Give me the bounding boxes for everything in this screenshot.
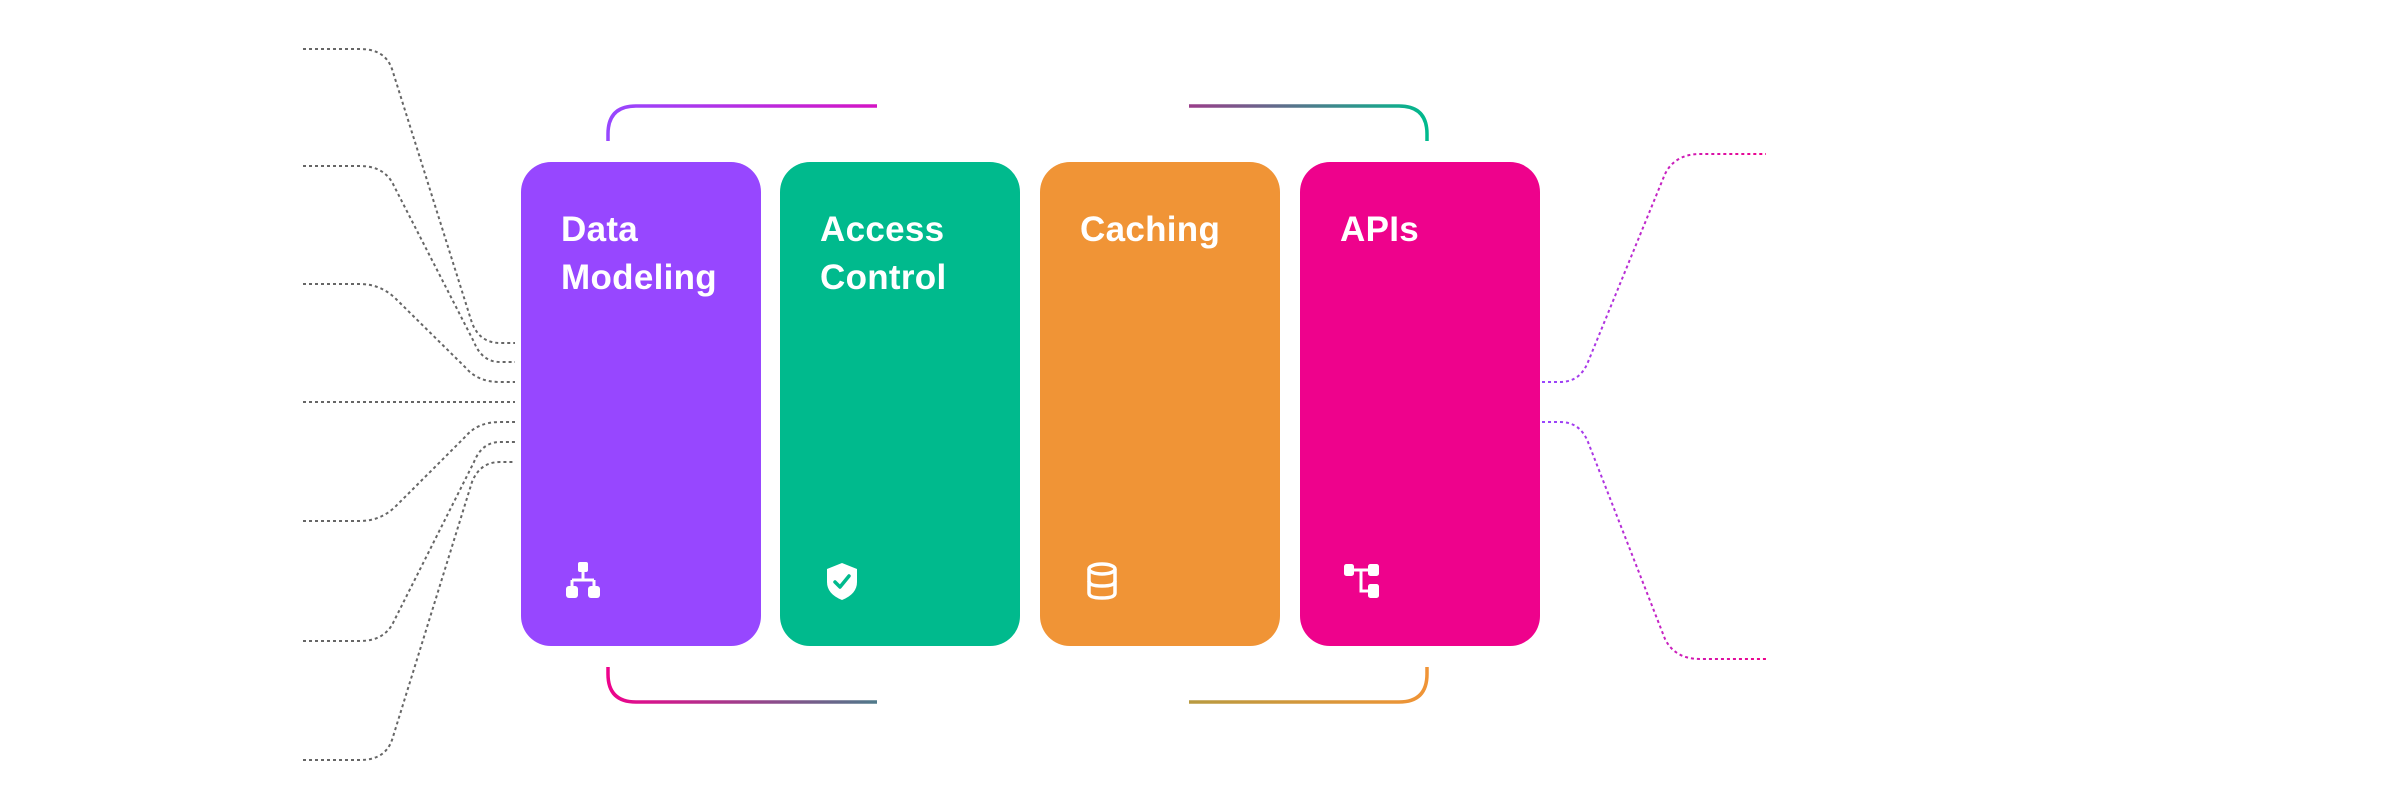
card-title: Caching — [1080, 210, 1221, 249]
left-connector — [303, 283, 515, 383]
shield-check-icon — [827, 563, 857, 600]
workflow-icon — [1344, 564, 1379, 598]
right-connector — [1542, 421, 1766, 660]
bracket-top-left — [606, 104, 877, 141]
left-connector — [303, 461, 515, 761]
brackets — [606, 104, 1429, 704]
left-connector — [303, 441, 515, 642]
card-title: APIs — [1340, 210, 1420, 249]
left-input-connectors — [303, 48, 515, 761]
card-title: Data Modeling — [561, 210, 717, 297]
bracket-bottom-right — [1189, 667, 1429, 704]
card-title: Access Control — [820, 210, 947, 297]
left-connector — [303, 165, 515, 363]
database-icon — [1087, 562, 1117, 600]
card-apis: APIs — [1300, 162, 1540, 646]
hierarchy-icon — [566, 562, 600, 598]
left-connector — [303, 421, 515, 522]
right-output-connectors — [1542, 153, 1766, 660]
card-data-modeling: Data Modeling — [521, 162, 761, 646]
bracket-bottom-left — [606, 667, 877, 704]
bracket-top-right — [1189, 104, 1429, 141]
card-caching: Caching — [1040, 162, 1280, 646]
right-connector — [1542, 153, 1766, 383]
left-connector — [303, 48, 515, 344]
card-access-control: Access Control — [780, 162, 1020, 646]
